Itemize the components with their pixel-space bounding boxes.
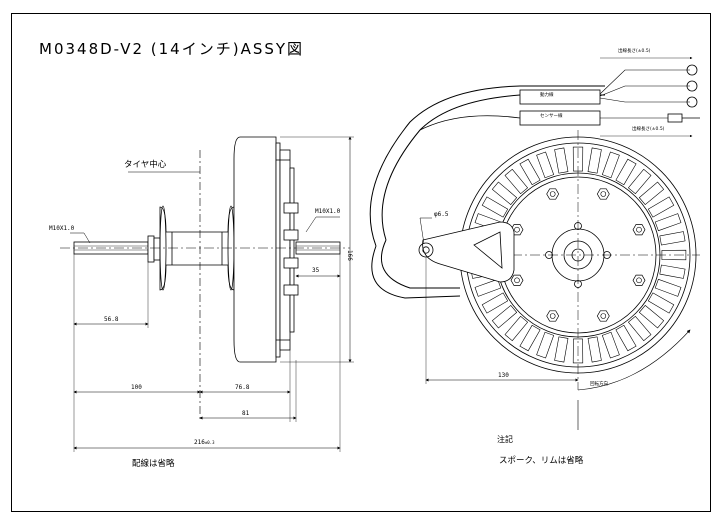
dim-100: 100 [131,384,142,391]
stator-slot [647,292,675,314]
thread-right-label: M10X1.0 [315,208,341,215]
stator-slot [481,292,509,314]
cable-top-label: 出線長さ(±0.5) [618,49,651,54]
drawing-frame [11,13,711,512]
stator-slot [659,231,686,246]
stator-slot [519,158,541,186]
stator-slot [659,264,686,279]
thread-left-label: M10X1.0 [49,225,75,232]
stator-slot [615,324,637,352]
bolt-head [546,310,560,322]
cable-bottom-label: 出線長さ(±0.5) [632,127,665,132]
dim-216-tol: ±0.3 [204,440,215,445]
stator-slot [554,147,569,174]
note-body: スポーク、リムは省略 [499,456,584,466]
bolt-head [632,274,646,286]
dim-76-8: 76.8 [235,384,250,391]
stator-slot [615,158,637,186]
bolt-head [596,188,610,200]
mount-bolts [510,188,646,322]
dim-216: 216±0.3 [194,440,214,446]
stator-slot [519,324,541,352]
stator-slot [638,304,665,329]
bolt-head [596,310,610,322]
bolt-head [632,224,646,236]
motor-body [233,136,299,363]
dim-56-8: 56.8 [104,316,119,323]
stator-slot [572,146,584,172]
dim-vertical: 166 [346,250,353,261]
stator-slot [601,331,620,359]
stator-slot [587,336,602,363]
stator-slot [554,336,569,363]
stator-slot [474,278,502,297]
bolt-head [546,188,560,200]
stator-slot [654,278,682,297]
stator-slot [627,168,652,195]
stator-slot [638,181,665,206]
wiring-note: 配線は省略 [132,459,175,469]
stator-slot [536,151,555,179]
stator-slot [661,249,687,261]
stator-slot [587,147,602,174]
stator-slot [491,304,518,329]
dim-81: 81 [242,410,250,417]
front-view [369,56,700,430]
dim-hole: φ6.5 [434,211,449,218]
dim-216-value: 216 [194,439,205,446]
stator-slot [504,315,529,342]
side-view [60,136,354,452]
stator-slot [481,196,509,218]
cable-power-label: 動力線 [540,93,554,98]
stator-slot [491,181,518,206]
cable-sensor-label: センサー線 [540,114,563,119]
drawing-title: M0348D-V2 (14インチ)ASSY図 [39,40,305,58]
stator-slot [536,331,555,359]
stator-slot [504,168,529,195]
bolt-head [510,274,524,286]
stator-slot [654,213,682,232]
rotation-label: 回転方向 [590,382,608,387]
stator-slot [601,151,620,179]
stator-slot [627,315,652,342]
tire-center-label: タイヤ中心 [124,160,167,170]
dim-130: 130 [498,372,509,379]
note-title: 注記 [497,435,513,444]
dim-35: 35 [312,267,320,274]
stator-slot [647,196,675,218]
